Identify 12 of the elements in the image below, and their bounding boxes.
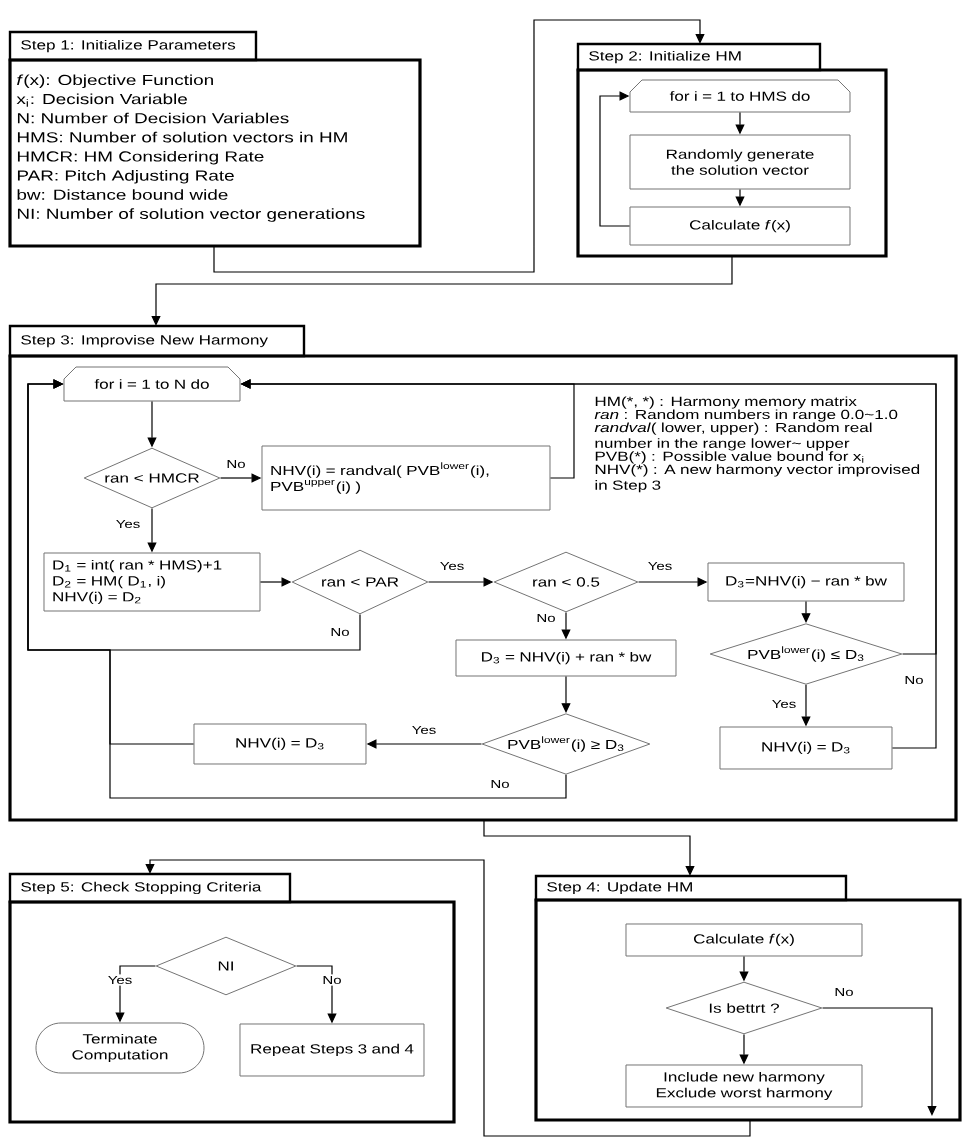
step-panel bbox=[534, 874, 962, 1122]
arrow bbox=[213, 19, 705, 273]
step-panel bbox=[8, 30, 422, 248]
arrow bbox=[151, 256, 733, 326]
step-panel bbox=[576, 42, 888, 258]
arrow bbox=[821, 1007, 937, 1116]
arrow bbox=[145, 859, 751, 1137]
step-panel bbox=[8, 324, 958, 822]
arrow bbox=[27, 379, 195, 745]
arrow bbox=[599, 91, 631, 227]
arrow bbox=[483, 820, 695, 876]
step-panel bbox=[8, 872, 456, 1124]
